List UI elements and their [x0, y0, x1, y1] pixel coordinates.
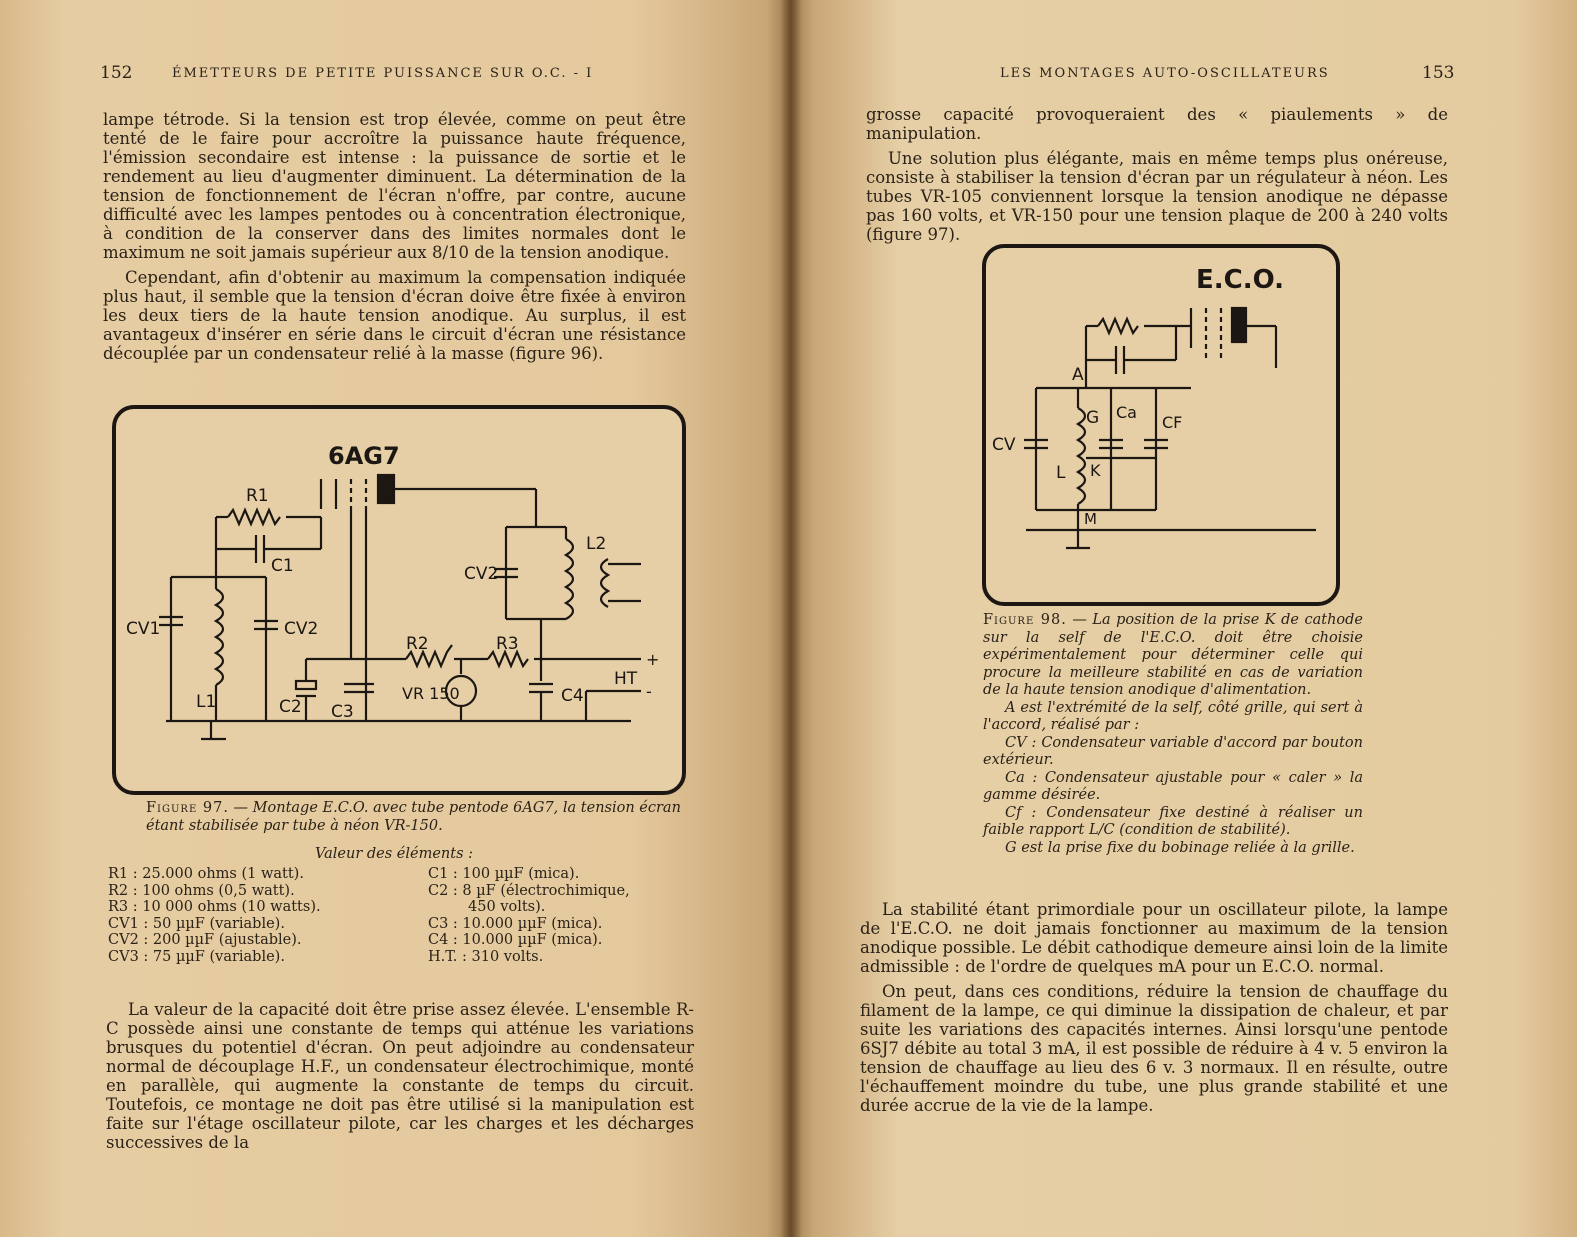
component-row: C2 : 8 µF (électrochimique, — [428, 882, 630, 899]
components-left: R1 : 25.000 ohms (1 watt). R2 : 100 ohms… — [108, 866, 321, 965]
caption-line: A est l'extrémité de la self, côté grill… — [983, 699, 1363, 734]
label-vr150: VR 150 — [402, 684, 460, 703]
label-l1: L1 — [196, 692, 216, 712]
paragraph: Une solution plus élégante, mais en même… — [866, 149, 1448, 244]
figure-label: Figure 97. — [146, 800, 229, 816]
paragraph: grosse capacité provoqueraient des « pia… — [866, 105, 1448, 143]
label-c2: C2 — [279, 697, 302, 717]
tube-label: 6AG7 — [328, 442, 400, 470]
label-cv2-right: CV2 — [464, 564, 498, 584]
label-k: K — [1090, 461, 1101, 480]
components-right: C1 : 100 µµF (mica). C2 : 8 µF (électroc… — [428, 866, 630, 965]
caption-line: G est la prise fixe du bobinage reliée à… — [1005, 839, 1355, 856]
components-table: R1 : 25.000 ohms (1 watt). R2 : 100 ohms… — [108, 866, 668, 976]
caption-line: Cf : Condensateur fixe destiné à réalise… — [983, 804, 1363, 839]
label-c3: C3 — [331, 702, 354, 722]
component-row: CV2 : 200 µµF (ajustable). — [108, 932, 302, 948]
label-l2: L2 — [586, 534, 606, 554]
label-cv1: CV1 — [126, 619, 160, 639]
component-row: C1 : 100 µµF (mica). — [428, 866, 580, 882]
caption-text: — La position de la prise K de cathode s… — [983, 612, 1364, 698]
label-ht: HT — [614, 669, 638, 689]
components-title: Valeur des éléments : — [315, 846, 474, 862]
figure-98-schematic: E.C.O. A G Ca CF CV L K M — [982, 244, 1340, 606]
component-row: 450 volts). — [468, 899, 546, 915]
component-row: R2 : 100 ohms (0,5 watt). — [108, 882, 295, 899]
label-cv2: CV2 — [284, 619, 318, 639]
paragraph: La stabilité étant primordiale pour un o… — [860, 900, 1448, 976]
body-text-bottom: La stabilité étant primordiale pour un o… — [860, 900, 1448, 1121]
component-row: R3 : 10 000 ohms (10 watts). — [108, 899, 321, 915]
running-head: ÉMETTEURS DE PETITE PUISSANCE SUR O.C. -… — [172, 66, 594, 81]
book-gutter — [780, 0, 802, 1237]
paragraph: lampe tétrode. Si la tension est trop él… — [103, 110, 686, 262]
figure-97-schematic: 6AG7 R1 C1 CV1 CV2 L1 R2 R3 C2 C3 VR 150… — [112, 405, 686, 795]
eco-title: E.C.O. — [1196, 265, 1284, 295]
caption-line: Ca : Condensateur ajustable pour « caler… — [983, 769, 1363, 804]
label-g: G — [1086, 408, 1099, 428]
component-row: CV3 : 75 µµF (variable). — [108, 948, 285, 965]
label-minus: - — [646, 682, 652, 701]
label-r3: R3 — [496, 634, 519, 654]
page-number: 152 — [100, 63, 133, 83]
label-plus: + — [646, 650, 659, 669]
right-page: LES MONTAGES AUTO-OSCILLATEURS 153 gross… — [790, 0, 1577, 1237]
page-number: 153 — [1422, 63, 1455, 83]
label-cv: CV — [992, 435, 1016, 455]
schematic-eco: E.C.O. A G Ca CF CV L K M — [992, 265, 1316, 550]
caption-line: CV : Condensateur variable d'accord par … — [983, 734, 1363, 769]
component-row: R1 : 25.000 ohms (1 watt). — [108, 866, 304, 882]
component-row: C3 : 10.000 µµF (mica). — [428, 915, 603, 932]
body-text-top: grosse capacité provoqueraient des « pia… — [866, 105, 1448, 250]
component-row: C4 : 10.000 µµF (mica). — [428, 932, 603, 948]
caption-text: — Montage E.C.O. avec tube pentode 6AG7,… — [146, 800, 681, 834]
figure-97-caption: Figure 97. — Montage E.C.O. avec tube pe… — [146, 800, 691, 835]
label-l: L — [1056, 463, 1066, 483]
label-ca: Ca — [1116, 403, 1137, 422]
schematic-6ag7: 6AG7 R1 C1 CV1 CV2 L1 R2 R3 C2 C3 VR 150… — [126, 442, 659, 741]
label-cf: CF — [1162, 413, 1182, 432]
paragraph: Cependant, afin d'obtenir au maximum la … — [103, 268, 686, 363]
component-row: H.T. : 310 volts. — [428, 948, 544, 965]
label-c4: C4 — [561, 686, 584, 706]
label-r2: R2 — [406, 634, 429, 654]
paragraph: On peut, dans ces conditions, réduire la… — [860, 982, 1448, 1115]
figure-98-caption: Figure 98. — La position de la prise K d… — [983, 612, 1363, 857]
body-text-top: lampe tétrode. Si la tension est trop él… — [103, 110, 686, 369]
component-row: CV1 : 50 µµF (variable). — [108, 915, 285, 932]
paragraph: La valeur de la capacité doit être prise… — [106, 1000, 694, 1152]
running-head: LES MONTAGES AUTO-OSCILLATEURS — [1000, 66, 1330, 81]
label-m: M — [1084, 510, 1097, 528]
figure-label: Figure 98. — [983, 612, 1067, 628]
left-page: 152 ÉMETTEURS DE PETITE PUISSANCE SUR O.… — [0, 0, 790, 1237]
label-c1: C1 — [271, 556, 294, 576]
label-a: A — [1072, 365, 1084, 385]
body-text-bottom: La valeur de la capacité doit être prise… — [106, 1000, 694, 1158]
label-r1: R1 — [246, 486, 269, 506]
